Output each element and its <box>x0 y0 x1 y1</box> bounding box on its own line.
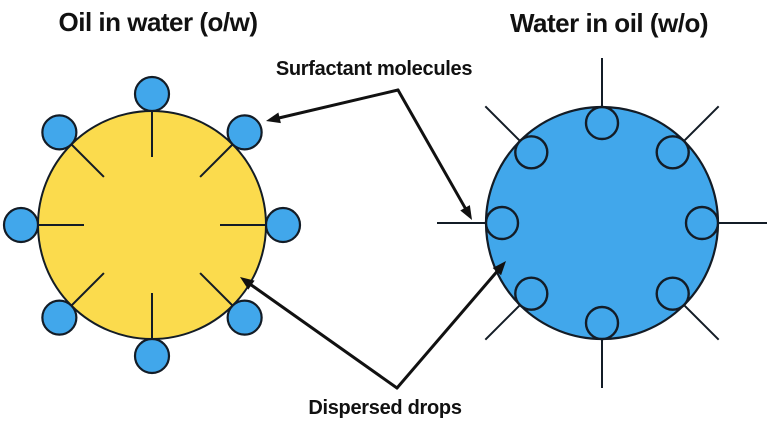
water-droplet-in-oil-surfactant-head <box>655 135 690 170</box>
surfactant-arrow-to-right-droplet <box>396 88 469 212</box>
oil-droplet-in-water-surfactant-tail <box>199 143 234 178</box>
water-droplet-in-oil-surfactant-tail <box>683 105 720 142</box>
surfactant-molecules-label: Surfactant molecules <box>275 58 473 80</box>
water-droplet-in-oil-surfactant-tail <box>484 304 521 341</box>
water-droplet-in-oil-surfactant-head <box>514 276 549 311</box>
oil-droplet-in-water-surfactant-head <box>226 299 263 336</box>
surfactant-arrow-to-right-droplet-arrowhead <box>460 205 472 220</box>
dispersed-arrow-to-left-droplet-arrowhead <box>240 277 255 290</box>
water-droplet-in-oil-surfactant-head <box>584 305 620 341</box>
oil-droplet-in-water-surfactant-head <box>133 75 171 113</box>
oil-droplet-in-water-surfactant-head <box>226 114 263 151</box>
oil-droplet-in-water-surfactant-tail <box>70 143 105 178</box>
dispersed-arrow-to-left-droplet <box>247 281 399 390</box>
dispersed-arrow-to-right-droplet <box>395 267 501 390</box>
water-droplet-in-oil-surfactant-tail <box>683 304 720 341</box>
oil-droplet-in-water-surfactant-head <box>41 114 78 151</box>
oil-droplet-in-water-surfactant-tail <box>70 272 105 307</box>
surfactant-arrow-to-left-droplet <box>275 88 400 120</box>
water-in-oil-title: Water in oil (w/o) <box>509 8 709 38</box>
water-droplet-in-oil-surfactant-head <box>584 105 620 141</box>
water-droplet-in-oil-surfactant-tail <box>484 105 521 142</box>
oil-droplet-in-water-surfactant-tail <box>199 272 234 307</box>
oil-droplet-in-water-surfactant-head <box>2 206 40 244</box>
water-droplet-in-oil-surfactant-head <box>655 276 690 311</box>
water-droplet-in-oil-surfactant-head <box>514 135 549 170</box>
dispersed-drops-label: Dispersed drops <box>308 397 462 419</box>
oil-droplet-in-water-surfactant-head <box>41 299 78 336</box>
water-droplet-in-oil-surfactant-head <box>484 205 520 241</box>
water-droplet-in-oil-surfactant-head <box>684 205 720 241</box>
dispersed-arrow-to-right-droplet-arrowhead <box>492 261 506 276</box>
surfactant-arrow-to-left-droplet-arrowhead <box>266 112 281 124</box>
oil-droplet-in-water-surfactant-head <box>133 337 171 375</box>
oil-droplet-in-water-surfactant-head <box>264 206 302 244</box>
oil-in-water-title: Oil in water (o/w) <box>58 7 258 37</box>
